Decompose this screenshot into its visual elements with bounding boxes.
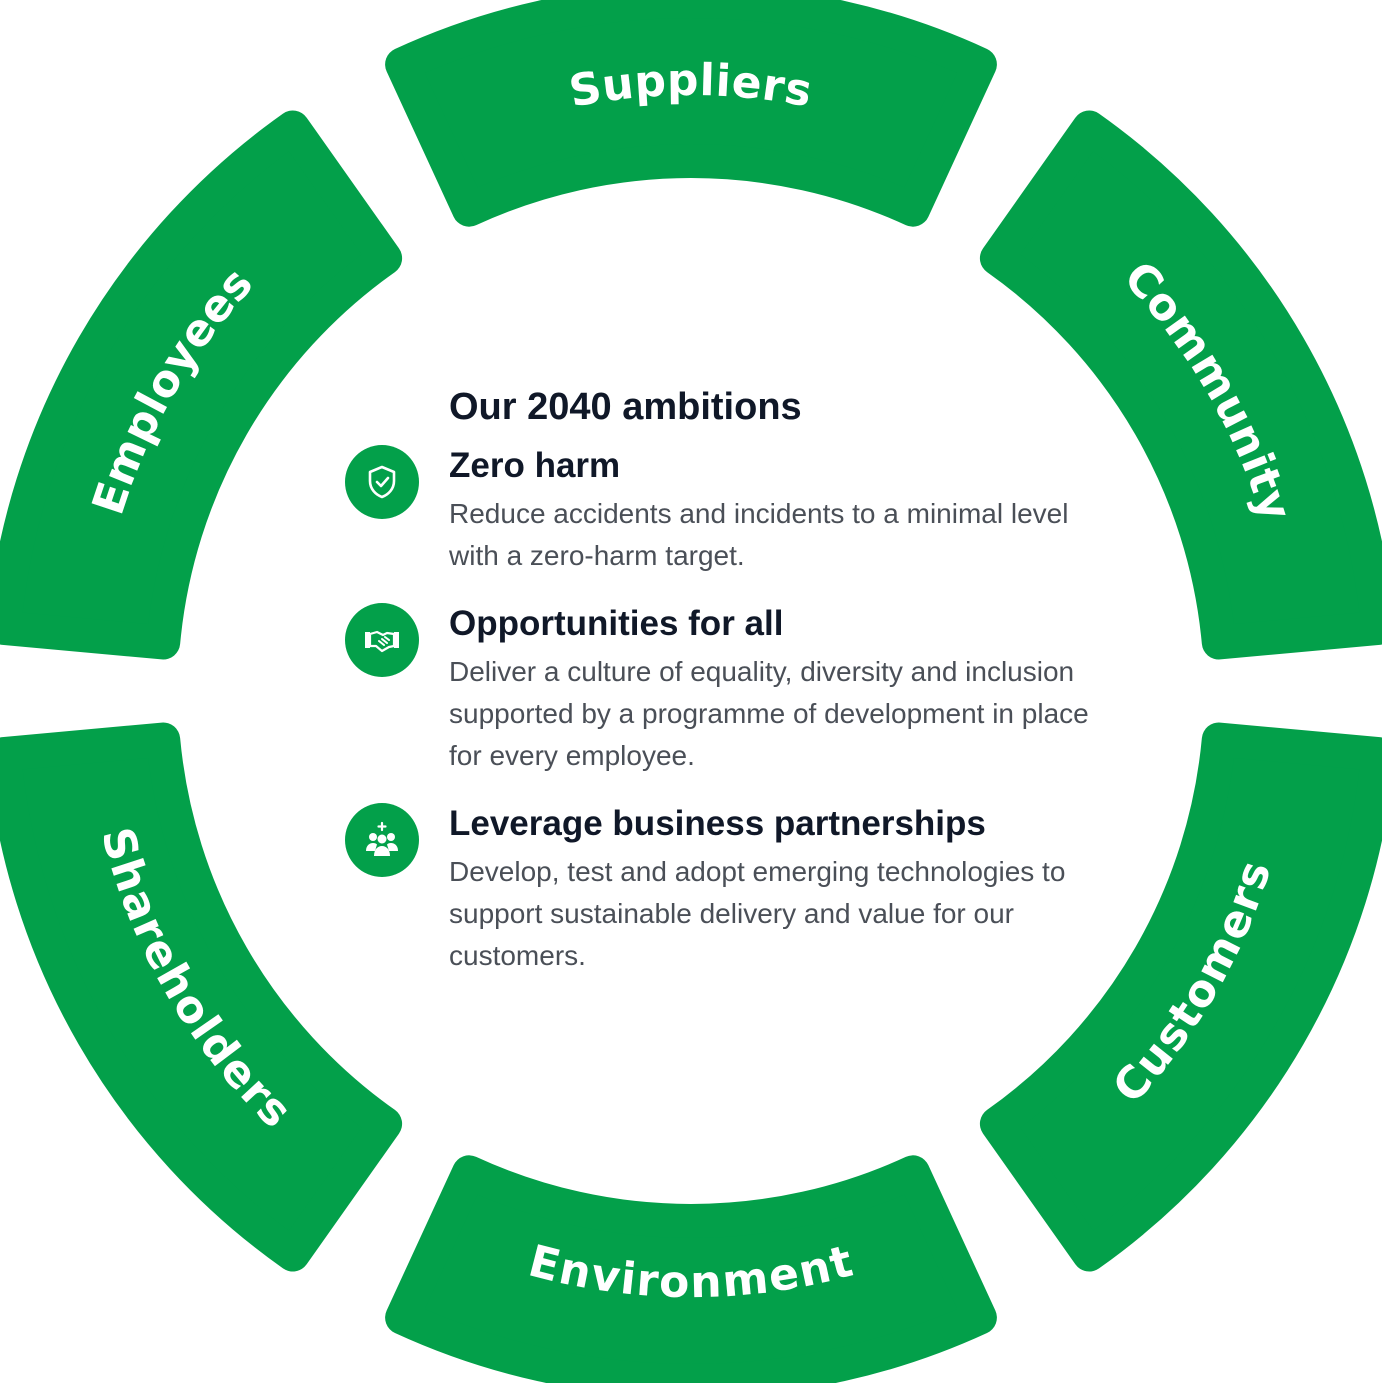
ambition-description: Reduce accidents and incidents to a mini… [449,498,1069,571]
shield-check-icon [345,445,419,519]
ambition-title: Opportunities for all [449,604,784,643]
ring-segment-employees [0,110,403,660]
ring-segment-community [979,110,1382,660]
ring-segment-suppliers [385,0,997,227]
ambitions-heading: Our 2040 ambitions [449,386,802,428]
ambition-title: Leverage business partnerships [449,804,986,843]
ambition-description: Deliver a culture of equality, diversity… [449,656,1089,771]
ambition-title: Zero harm [449,446,621,485]
handshake-icon [345,603,419,677]
ambition-description: Develop, test and adopt emerging technol… [449,856,1066,971]
ring-segment-customers [979,722,1382,1272]
ring-segment-shareholders [0,722,403,1272]
ring-segment-environment [385,1155,997,1383]
team-people-icon [345,803,419,877]
